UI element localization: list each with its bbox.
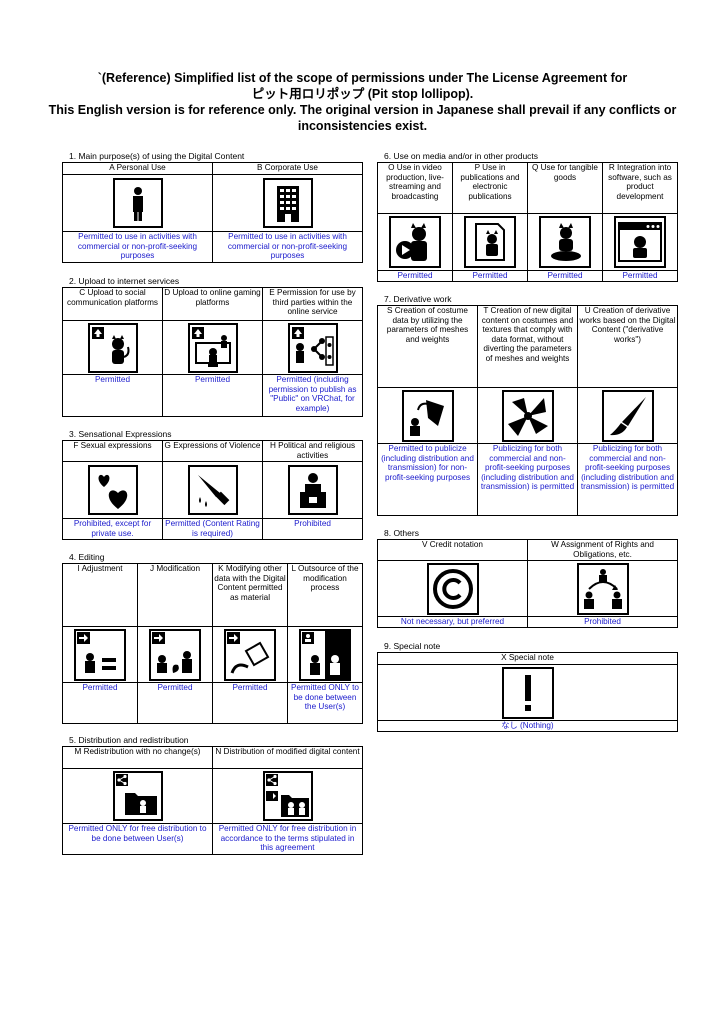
cell-label-o: O Use in video production, live-streamin… bbox=[377, 162, 453, 214]
cell-label-k: K Modifying other data with the Digital … bbox=[212, 563, 288, 627]
adjust-icon bbox=[74, 628, 126, 681]
cell-result-q: Permitted bbox=[527, 270, 603, 282]
cell-result-b: Permitted to use in activities with comm… bbox=[212, 231, 363, 263]
section-title-main-purpose: 1. Main purpose(s) of using the Digital … bbox=[69, 151, 245, 161]
cell-result-m: Permitted ONLY for free distribution to … bbox=[62, 823, 213, 855]
cell-result-l: Permitted ONLY to be done between the Us… bbox=[287, 682, 363, 724]
cell-result-a: Permitted to use in activities with comm… bbox=[62, 231, 213, 263]
brush-icon bbox=[601, 389, 654, 442]
cell-label-d: D Upload to online gaming platforms bbox=[162, 287, 263, 321]
share-users-icon bbox=[287, 322, 338, 373]
exclamation-icon bbox=[501, 666, 554, 719]
cell-result-i: Permitted bbox=[62, 682, 138, 724]
cell-label-c: C Upload to social communication platfor… bbox=[62, 287, 163, 321]
cell-label-j: J Modification bbox=[137, 563, 213, 627]
cell-result-s: Permitted to publicize (including distri… bbox=[377, 443, 478, 516]
distribute-modified-icon bbox=[262, 771, 313, 821]
cell-label-f: F Sexual expressions bbox=[62, 440, 163, 462]
section-title-editing: 4. Editing bbox=[69, 552, 105, 562]
publication-icon bbox=[464, 216, 516, 268]
cell-label-w: W Assignment of Rights and Obligations, … bbox=[527, 539, 678, 561]
podium-icon bbox=[287, 465, 338, 515]
modify-icon bbox=[149, 628, 201, 681]
cell-label-s: S Creation of costume data by utilizing … bbox=[377, 305, 478, 388]
cell-label-v: V Credit notation bbox=[377, 539, 528, 561]
game-upload-icon bbox=[187, 322, 238, 373]
section-title-upload: 2. Upload to internet services bbox=[69, 276, 180, 286]
software-icon bbox=[614, 216, 666, 268]
cell-label-b: B Corporate Use bbox=[212, 162, 363, 175]
cell-label-x: X Special note bbox=[377, 652, 678, 665]
cell-label-p: P Use in publications and electronic pub… bbox=[452, 162, 528, 214]
cell-result-u: Publicizing for both commercial and non-… bbox=[577, 443, 678, 516]
cell-result-h: Prohibited bbox=[262, 518, 363, 540]
cell-result-c: Permitted bbox=[62, 374, 163, 417]
figure-icon bbox=[539, 216, 591, 268]
cell-result-x: なし (Nothing) bbox=[377, 720, 678, 732]
cell-result-w: Prohibited bbox=[527, 616, 678, 628]
section-title-media: 6. Use on media and/or in other products bbox=[384, 151, 539, 161]
table-editing: I Adjustment J Modification K Modifying … bbox=[62, 563, 363, 724]
table-upload: C Upload to social communication platfor… bbox=[62, 287, 363, 417]
knife-icon bbox=[187, 465, 238, 515]
cell-label-q: Q Use for tangible goods bbox=[527, 162, 603, 214]
cell-label-e: E Permission for use by third parties wi… bbox=[262, 287, 363, 321]
title-line-1: `(Reference) Simplified list of the scop… bbox=[97, 71, 628, 85]
redistribute-icon bbox=[112, 771, 163, 821]
table-sensational: F Sexual expressions G Expressions of Vi… bbox=[62, 440, 363, 540]
cell-result-g: Permitted (Content Rating is required) bbox=[162, 518, 263, 540]
cell-label-h: H Political and religious activities bbox=[262, 440, 363, 462]
hearts-icon bbox=[87, 465, 138, 515]
new-content-icon bbox=[501, 389, 554, 442]
cell-result-t: Publicizing for both commercial and non-… bbox=[477, 443, 578, 516]
cell-result-n: Permitted ONLY for free distribution in … bbox=[212, 823, 363, 855]
cell-label-n: N Distribution of modified digital conte… bbox=[212, 746, 363, 769]
copyright-icon bbox=[426, 562, 479, 615]
title-line-3: This English version is for reference on… bbox=[48, 103, 677, 117]
cell-result-k: Permitted bbox=[212, 682, 288, 724]
title-line-2: ピット用ロリポップ (Pit stop lollipop). bbox=[251, 87, 474, 101]
cell-label-r: R Integration into software, such as pro… bbox=[602, 162, 678, 214]
cell-label-g: G Expressions of Violence bbox=[162, 440, 263, 462]
cell-label-u: U Creation of derivative works based on … bbox=[577, 305, 678, 388]
costume-icon bbox=[401, 389, 454, 442]
cell-label-t: T Creation of new digital content on cos… bbox=[477, 305, 578, 388]
cell-result-v: Not necessary, but preferred bbox=[377, 616, 528, 628]
section-title-sensational: 3. Sensational Expressions bbox=[69, 429, 172, 439]
video-icon bbox=[389, 216, 441, 268]
cell-result-d: Permitted bbox=[162, 374, 263, 417]
cell-label-m: M Redistribution with no change(s) bbox=[62, 746, 213, 769]
cell-result-r: Permitted bbox=[602, 270, 678, 282]
outsource-icon bbox=[299, 628, 351, 681]
section-title-distribution: 5. Distribution and redistribution bbox=[69, 735, 189, 745]
material-icon bbox=[224, 628, 276, 681]
cell-label-l: L Outsource of the modification process bbox=[287, 563, 363, 627]
cell-result-f: Prohibited, except for private use. bbox=[62, 518, 163, 540]
cell-result-e: Permitted (including permission to publi… bbox=[262, 374, 363, 417]
table-media: O Use in video production, live-streamin… bbox=[377, 162, 678, 282]
social-upload-icon bbox=[87, 322, 138, 373]
section-title-special-note: 9. Special note bbox=[384, 641, 441, 651]
transfer-icon bbox=[576, 562, 629, 615]
section-title-derivative: 7. Derivative work bbox=[384, 294, 452, 304]
section-title-others: 8. Others bbox=[384, 528, 419, 538]
building-icon bbox=[262, 178, 313, 228]
cell-label-i: I Adjustment bbox=[62, 563, 138, 627]
table-special-note: X Special note なし (Nothing) bbox=[377, 652, 678, 732]
table-derivative: S Creation of costume data by utilizing … bbox=[377, 305, 678, 516]
table-others: V Credit notation W Assignment of Rights… bbox=[377, 539, 678, 628]
cell-result-j: Permitted bbox=[137, 682, 213, 724]
title-line-4: inconsistencies exist. bbox=[297, 119, 428, 133]
table-distribution: M Redistribution with no change(s) N Dis… bbox=[62, 746, 363, 855]
cell-label-a: A Personal Use bbox=[62, 162, 213, 175]
cell-result-o: Permitted bbox=[377, 270, 453, 282]
cell-result-p: Permitted bbox=[452, 270, 528, 282]
person-icon bbox=[112, 178, 163, 228]
table-main-purpose: A Personal Use B Corporate Use Permitted… bbox=[62, 162, 363, 263]
